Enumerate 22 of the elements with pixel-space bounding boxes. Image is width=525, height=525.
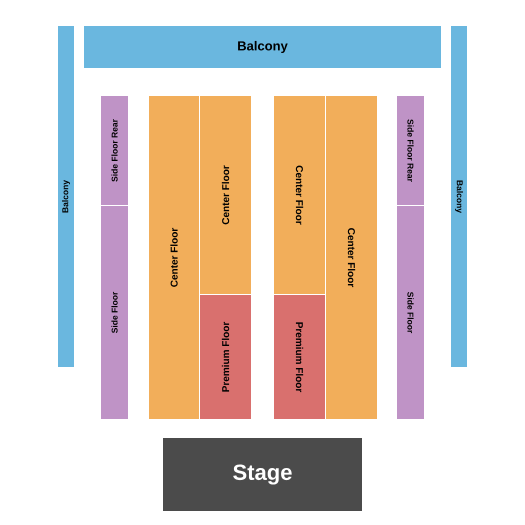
seating-section: Center Floor [149,96,199,419]
node-label: Center Floor [222,165,230,224]
seating-section: Side Floor Rear [101,96,128,205]
seating-section: Center Floor [326,96,377,419]
seating-section: Center Floor [274,96,325,294]
seating-section: Side Floor [101,206,128,419]
seating-section: Center Floor [200,96,251,294]
node-label: Center Floor [348,228,356,288]
seating-section: Premium Floor [200,295,251,419]
node-label: Center Floor [170,228,178,287]
node-label: Center Floor [296,166,304,225]
balcony-section: Balcony [451,26,467,367]
node-label: Side Floor Rear [111,119,118,182]
seating-section: Side Floor [397,206,424,419]
balcony-section: Balcony [58,26,74,367]
node-label: Side Floor Rear [407,119,414,182]
node-label: Side Floor [111,292,118,334]
stage: Stage [163,438,362,511]
balcony-section: Balcony [84,26,441,68]
seating-section: Premium Floor [274,295,325,419]
seating-section: Side Floor Rear [397,96,424,205]
node-label: Side Floor [407,292,414,334]
